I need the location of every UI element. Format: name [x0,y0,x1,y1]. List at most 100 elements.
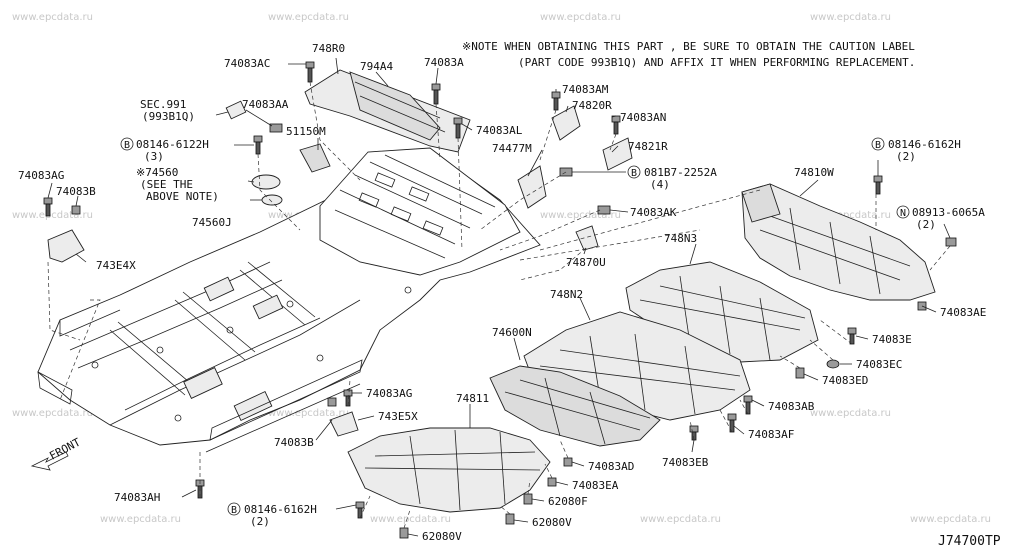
part-label: 74083AC [224,57,270,70]
bolt-icon [826,359,840,369]
part-label: 748N3 [664,232,697,245]
clip-74870U [575,225,599,251]
part-label: ※74560 [136,166,178,179]
caution-note: ※NOTE WHEN OBTAINING THIS PART , BE SURE… [462,40,915,69]
watermark: www.epcdata.ru [12,408,93,419]
part-label: 74083EC [856,358,902,371]
part-labels: 74083AC 748R0 794A4 74083A SEC.991 (993B… [18,42,1001,549]
bolt-icon [43,197,53,217]
diagram-code: J74700TP [938,534,1001,549]
bracket-74821R [602,137,633,171]
bolt-icon [269,123,283,133]
part-label: (2) [896,150,916,163]
part-label: 74811 [456,392,489,405]
front-direction-arrow: FRONT [30,435,83,471]
part-label: ABOVE NOTE) [146,190,219,203]
part-label: 081B7-2252A [644,166,717,179]
part-label: (SEE THE [140,178,193,191]
svg-text:B: B [875,140,881,151]
part-label: 74083AM [562,83,609,96]
watermark: www.epcdata.ru [810,210,891,221]
note-line-2: (PART CODE 993B1Q) AND AFFIX IT WHEN PER… [518,56,915,69]
part-label: 51150M [286,125,326,138]
b-circle-symbol-icon: B [227,502,241,516]
part-label: 74083E [872,333,912,346]
bolt-icon [611,115,621,135]
part-label: SEC.991 [140,98,186,111]
part-label: 743E4X [96,259,136,272]
part-label: 74083AA [242,98,289,111]
part-label: 74083AD [588,460,634,473]
part-label: (2) [250,515,270,528]
part-label: (4) [650,178,670,191]
part-label: 743E5X [378,410,418,423]
part-label: 794A4 [360,60,393,73]
part-label: 62080V [532,516,572,529]
b-circle-symbol-icon: B [120,137,134,151]
front-label: FRONT [47,435,83,462]
bolt-icon [727,413,737,433]
part-label: 74600N [492,326,532,339]
watermark: www.epcdata.ru [810,12,891,23]
part-label: 74083AE [940,306,986,319]
part-label: 74083EA [572,479,619,492]
part-label: 08146-6162H [888,138,961,151]
grommet-51150M [299,143,331,173]
b-circle-symbol-icon: B [627,165,641,179]
part-label: 74477M [492,142,532,155]
part-label: 74083AH [114,491,160,504]
part-label: 74083AK [630,206,677,219]
bolt-icon [305,61,315,83]
bolt-icon [253,135,263,155]
svg-text:N: N [900,208,906,219]
watermark: www.epcdata.ru [370,514,451,525]
bolt-icon [523,493,533,505]
bracket-74477M [517,165,547,209]
part-label: 08146-6162H [244,503,317,516]
b-circle-symbol-icon: B [871,137,885,151]
part-label: 08913-6065A [912,206,985,219]
part-label: 62080V [422,530,462,543]
bolt-icon [71,205,81,215]
watermark: www.epcdata.ru [810,408,891,419]
watermark: www.epcdata.ru [640,514,721,525]
n-circle-symbol-icon: N [896,205,910,219]
under-cover-74810W [741,183,936,301]
part-label: 62080F [548,495,588,508]
bolt-icon [327,397,337,407]
bracket-743E4X [47,229,85,263]
watermark-group: www.epcdata.ru www.epcdata.ru www.epcdat… [12,12,991,525]
part-label: 74083AL [476,124,523,137]
bracket-743E5X [329,411,359,437]
bolt-icon [505,513,515,525]
part-label: 74083ED [822,374,868,387]
bolt-icon [551,91,561,111]
rear-bumper-bracket-748R0 [304,69,471,153]
part-label: 08146-6122H [136,138,209,151]
part-label: 74083EB [662,456,709,469]
part-label: 74821R [628,140,668,153]
part-label: 74083AG [18,169,64,182]
part-label: 74810W [794,166,834,179]
bolt-icon [399,527,409,539]
dashed-assembly-lines [47,81,951,529]
watermark: www.epcdata.ru [100,514,181,525]
bolt-icon [945,237,957,247]
under-cover-74811 [347,427,551,513]
watermark: www.epcdata.ru [268,408,349,419]
part-label: 748N2 [550,288,583,301]
part-label: 74083B [56,185,96,198]
part-label: 74083B [274,436,314,449]
watermark: www.epcdata.ru [12,210,93,221]
svg-text:B: B [631,168,637,179]
part-label: 74083AN [620,111,666,124]
under-cover-74600N [489,365,661,447]
bolt-icon [431,83,441,105]
part-label: 74083AB [768,400,815,413]
floor-body-drawing [37,147,541,453]
watermark: www.epcdata.ru [540,12,621,23]
bolt-icon [873,175,883,195]
part-label: 74870U [566,256,606,269]
